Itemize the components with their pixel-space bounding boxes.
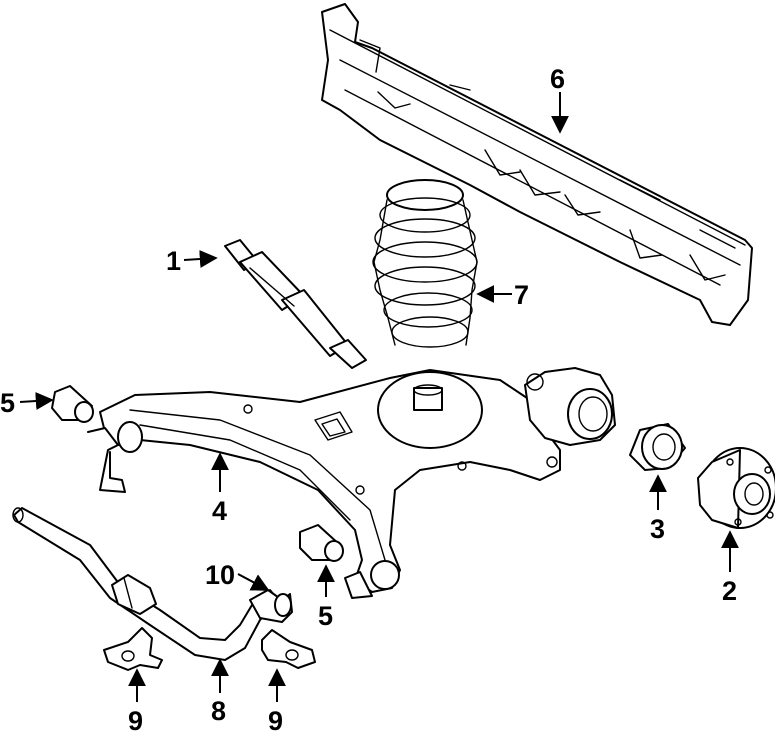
wheel-hub-part[interactable] <box>697 447 775 529</box>
callout-6: 6 <box>550 64 565 94</box>
callout-9-right: 9 <box>268 706 283 736</box>
callout-5-lower: 5 <box>318 601 333 631</box>
shock-absorber-part[interactable] <box>224 239 367 369</box>
link-bushing-part[interactable] <box>249 589 293 623</box>
crossmember-part[interactable] <box>321 3 753 326</box>
callout-5-upper: 5 <box>0 388 15 418</box>
bushing-part-upper[interactable] <box>51 385 94 423</box>
bushing-part-lower[interactable] <box>299 524 344 562</box>
callout-3: 3 <box>650 514 665 544</box>
coil-spring-part[interactable] <box>372 179 478 348</box>
lower-control-arm-part[interactable] <box>87 367 616 599</box>
callout-2: 2 <box>722 576 737 606</box>
callout-8: 8 <box>211 696 226 726</box>
callout-labels: 1 2 3 4 5 5 6 7 8 9 9 10 <box>0 64 737 736</box>
bracket-part-left[interactable] <box>103 627 163 671</box>
callout-4: 4 <box>212 496 227 526</box>
leader-lines <box>19 92 739 702</box>
callout-1: 1 <box>166 246 181 276</box>
callout-10: 10 <box>205 560 235 590</box>
wheel-bearing-part[interactable] <box>629 423 686 471</box>
callout-9-left: 9 <box>128 706 143 736</box>
bracket-part-right[interactable] <box>261 629 316 669</box>
callout-7: 7 <box>514 280 529 310</box>
